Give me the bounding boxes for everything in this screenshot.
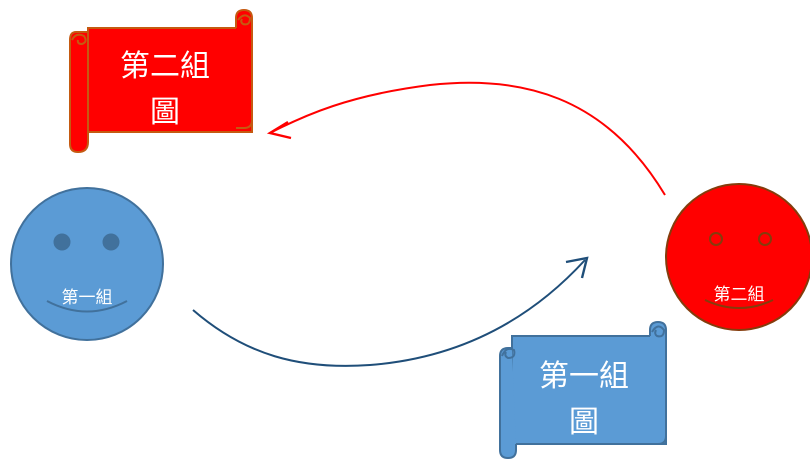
face-group2-label: 第二組 <box>714 285 765 305</box>
scroll-group2: 第二組 圖 <box>69 8 253 154</box>
arrow-to-group2-scroll-head <box>266 120 292 140</box>
scroll-group2-curl-right <box>237 14 252 26</box>
scroll-group2-line1: 第二組 <box>120 49 210 84</box>
face-group2-mouth <box>704 299 774 309</box>
face-group2-left-eye <box>709 232 723 246</box>
face-group1-label: 第一組 <box>62 288 113 308</box>
scroll-group2-right-roll <box>235 8 253 129</box>
arrow-to-group2-scroll <box>269 81 666 196</box>
arrow-to-group1-scroll-head <box>565 256 589 279</box>
face-group1-mouth <box>46 300 128 313</box>
arrow-to-group1-scroll <box>192 259 586 367</box>
scroll-group1-right-roll <box>649 320 667 445</box>
scroll-group2-curl-left <box>71 33 87 46</box>
face-group1-left-eye <box>53 233 71 251</box>
scroll-group1-line1: 第一組 <box>539 359 629 394</box>
scroll-group2-panel <box>87 27 253 133</box>
face-group1-circle <box>10 187 164 341</box>
scroll-group2-left-roll <box>69 31 89 154</box>
face-group2-circle <box>665 183 810 331</box>
scroll-group1-panel <box>511 335 667 445</box>
scroll-group1-curl-left <box>501 347 516 360</box>
scroll-group1-left-roll <box>499 347 517 459</box>
face-group2-right-eye <box>758 232 772 246</box>
scroll-group1-line2: 圖 <box>569 405 599 440</box>
face-group1: 第一組 <box>10 187 164 341</box>
face-group2: 第二組 <box>665 183 810 331</box>
scroll-group1: 第一組 圖 <box>499 320 667 459</box>
scroll-group2-line2: 圖 <box>150 95 180 130</box>
scroll-group1-curl-right <box>651 325 666 338</box>
face-group1-right-eye <box>102 233 120 251</box>
